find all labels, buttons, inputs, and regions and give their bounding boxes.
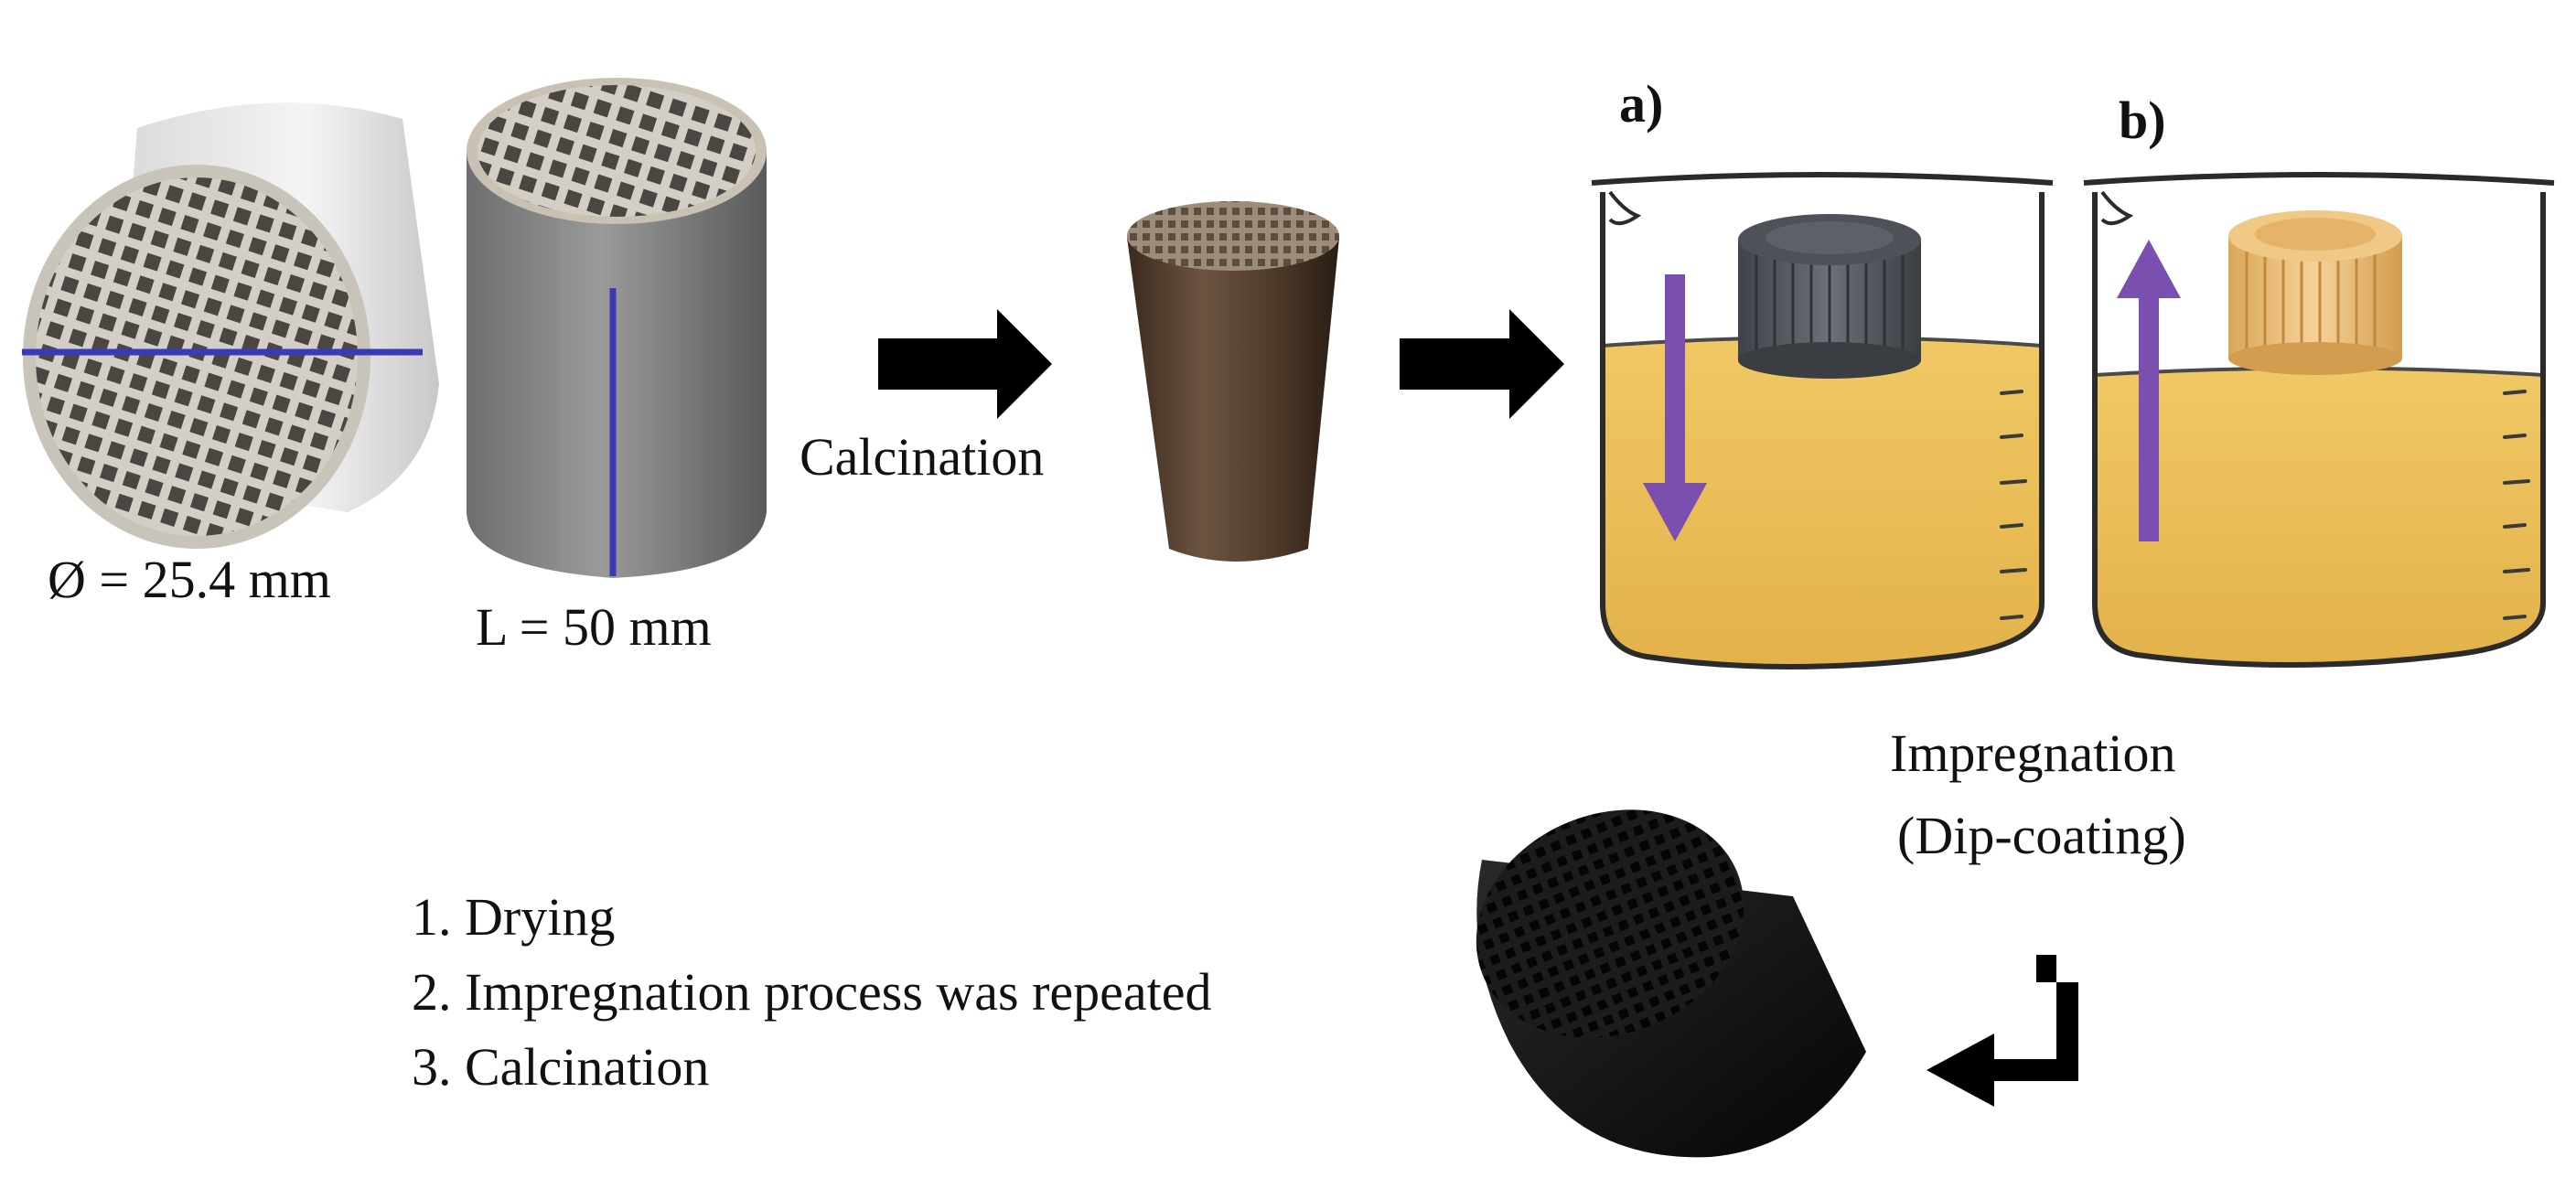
- monolith-front-view: [22, 102, 439, 549]
- coated-monolith: [2228, 210, 2402, 375]
- diameter-label: Ø = 25.4 mm: [48, 550, 331, 609]
- corner-return-arrow-icon: [1927, 955, 2078, 1107]
- final-monolith: [1476, 809, 1866, 1158]
- right-arrow-icon: [1400, 309, 1564, 419]
- beaker-a-label: a): [1619, 74, 1664, 134]
- step-item: 1. Drying: [412, 887, 616, 947]
- down-arrow-icon: [1643, 274, 1707, 541]
- gray-monolith: [1738, 214, 1921, 379]
- calcined-monolith: [1127, 201, 1339, 562]
- beaker-a: [1591, 172, 2054, 669]
- calcination-label: Calcination: [800, 427, 1045, 487]
- up-arrow-icon: [2117, 240, 2181, 541]
- dip-coating-label: (Dip-coating): [1897, 806, 2186, 865]
- beaker-b-label: b): [2119, 91, 2166, 150]
- right-arrow-icon: [878, 309, 1052, 419]
- length-label: L = 50 mm: [476, 597, 712, 657]
- impregnation-label: Impregnation: [1890, 723, 2176, 783]
- post-treatment-steps: 1. Drying 2. Impregnation process was re…: [412, 880, 1212, 1105]
- monolith-side-view: [467, 78, 767, 578]
- step-item: 3. Calcination: [412, 1037, 710, 1097]
- beaker-b: [2083, 172, 2555, 668]
- step-item: 2. Impregnation process was repeated: [412, 962, 1212, 1022]
